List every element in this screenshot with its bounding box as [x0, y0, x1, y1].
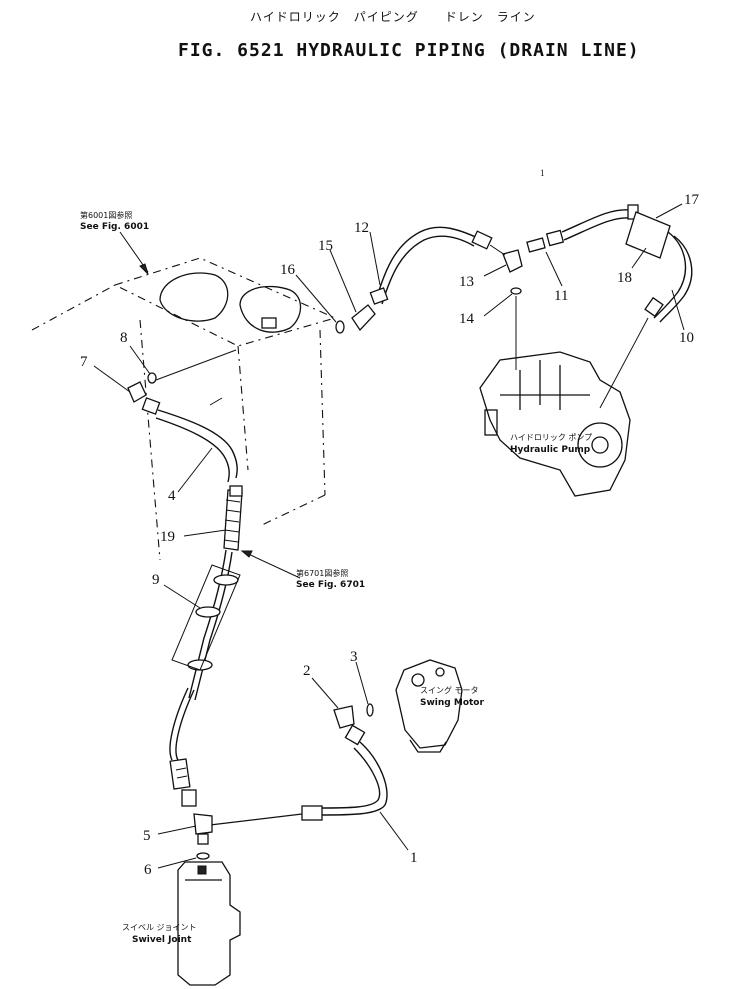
ref-fig6001-ja: 第6001図参照: [80, 210, 132, 220]
part-number-7: 7: [80, 354, 88, 370]
part-number-6: 6: [144, 862, 152, 878]
swing-motor-en: Swing Motor: [420, 698, 484, 708]
stray-mark: 1: [540, 168, 545, 178]
swivel-joint-ja: スイベル ジョイント: [122, 923, 197, 932]
part-number-15: 15: [318, 238, 333, 254]
hydraulic-pump-ja: ハイドロリック ポンプ: [510, 433, 592, 442]
hydraulic-tank: [31, 257, 336, 561]
leader-lines: [93, 203, 685, 869]
ref-fig6701-en: See Fig. 6701: [296, 580, 365, 590]
part-number-1: 1: [410, 850, 418, 866]
swing-motor-ja: スイング モータ: [420, 685, 479, 695]
left-drain-line: 第6701図参照 See Fig. 6701: [127, 349, 365, 807]
part-number-14: 14: [459, 311, 475, 327]
part-number-3: 3: [350, 649, 358, 665]
part-number-4: 4: [168, 488, 176, 504]
swivel-joint: スイベル ジョイント Swivel Joint: [122, 861, 241, 986]
japanese-title: ハイドロリック パイピング ドレン ライン: [250, 10, 536, 24]
part-number-13: 13: [459, 274, 474, 290]
part-number-8: 8: [120, 330, 128, 346]
upper-drain-line: [335, 204, 693, 409]
hydraulic-pump-en: Hydraulic Pump: [510, 445, 591, 455]
swivel-joint-en: Swivel Joint: [132, 935, 192, 945]
part-number-5: 5: [143, 828, 151, 844]
part-number-11: 11: [554, 288, 568, 304]
ref-fig6701-ja: 第6701図参照: [296, 568, 348, 578]
part-number-12: 12: [354, 220, 369, 236]
figure-title: FIG. 6521 HYDRAULIC PIPING (DRAIN LINE): [178, 40, 640, 61]
part-number-19: 19: [160, 529, 175, 545]
part-number-18: 18: [617, 270, 632, 286]
part-number-9: 9: [152, 572, 160, 588]
part-number-16: 16: [280, 262, 296, 278]
ref-fig6001-en: See Fig. 6001: [80, 222, 149, 232]
ref-fig6001: 第6001図参照 See Fig. 6001: [80, 210, 149, 275]
hydraulic-pump: ハイドロリック ポンプ Hydraulic Pump: [479, 351, 631, 497]
swing-motor-line: [193, 703, 388, 860]
swing-motor: スイング モータ Swing Motor: [395, 659, 484, 753]
part-number-2: 2: [303, 663, 311, 679]
part-number-17: 17: [684, 192, 700, 208]
part-number-labels: 1 2 3 4 5 6 7 8 9 10 11 12 13 14 15 16 1…: [80, 168, 700, 878]
tank-fitting: [261, 317, 277, 329]
part-number-10: 10: [679, 330, 694, 346]
